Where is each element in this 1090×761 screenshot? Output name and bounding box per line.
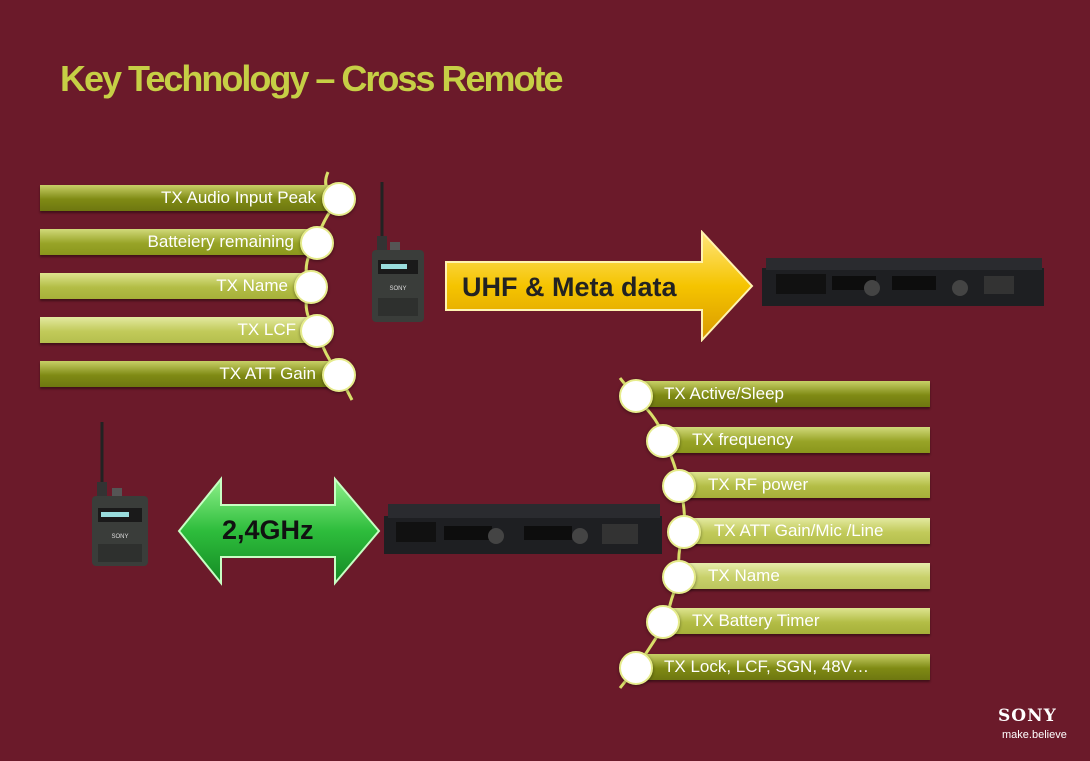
right-item-label: TX frequency — [692, 430, 794, 449]
left-item-label: Batteiery remaining — [147, 232, 294, 251]
bullet-dot — [646, 424, 680, 458]
right-item-att-gain: TX ATT Gain/Mic /Line — [680, 518, 930, 544]
left-item-audio-peak: TX Audio Input Peak — [40, 185, 340, 211]
bullet-dot — [646, 605, 680, 639]
bullet-dot — [300, 226, 334, 260]
right-item-label: TX Lock, LCF, SGN, 48V… — [664, 657, 870, 676]
right-item-active-sleep: TX Active/Sleep — [630, 381, 930, 407]
left-item-label: TX ATT Gain — [219, 364, 316, 383]
right-item-frequency: TX frequency — [658, 427, 930, 453]
bodypack-transmitter-image: SONY — [92, 422, 148, 566]
right-item-battery-timer: TX Battery Timer — [658, 608, 930, 634]
svg-text:SONY: SONY — [389, 286, 406, 292]
left-item-battery: Batteiery remaining — [40, 229, 318, 255]
bodypack-transmitter-image: SONY — [372, 182, 424, 322]
bullet-dot — [662, 560, 696, 594]
slide-title: Key Technology – Cross Remote — [60, 58, 563, 99]
right-item-label: TX Battery Timer — [692, 611, 820, 630]
uhf-label: UHF & Meta data — [462, 272, 677, 302]
right-item-tx-name: TX Name — [674, 563, 930, 589]
rack-receiver-image — [384, 504, 662, 554]
left-item-label: TX LCF — [237, 320, 296, 339]
left-item-label: TX Name — [216, 276, 288, 295]
left-item-att-gain: TX ATT Gain — [40, 361, 340, 387]
right-item-lock: TX Lock, LCF, SGN, 48V… — [630, 654, 930, 680]
uhf-arrow-icon — [445, 230, 754, 342]
bullet-dot — [619, 379, 653, 413]
right-item-label: TX RF power — [708, 475, 809, 494]
right-item-label: TX ATT Gain/Mic /Line — [714, 521, 884, 540]
left-item-tx-name: TX Name — [40, 273, 312, 299]
sony-tagline: make.believe — [1002, 729, 1067, 741]
bullet-dot — [322, 358, 356, 392]
bullet-dot — [294, 270, 328, 304]
bullet-dot — [300, 314, 334, 348]
bullet-dot — [322, 182, 356, 216]
bullet-dot — [619, 651, 653, 685]
bullet-dot — [662, 469, 696, 503]
right-item-label: TX Name — [708, 566, 780, 585]
ghz-label: 2,4GHz — [222, 515, 314, 545]
sony-logo: SONY — [998, 706, 1057, 726]
bullet-dot — [667, 515, 701, 549]
left-item-tx-lcf: TX LCF — [40, 317, 320, 343]
right-item-rf-power: TX RF power — [674, 472, 930, 498]
ghz-arrow-icon — [177, 476, 381, 586]
left-item-label: TX Audio Input Peak — [161, 188, 316, 207]
right-item-label: TX Active/Sleep — [664, 384, 785, 403]
rack-receiver-image — [762, 258, 1044, 306]
svg-text:SONY: SONY — [111, 534, 128, 540]
